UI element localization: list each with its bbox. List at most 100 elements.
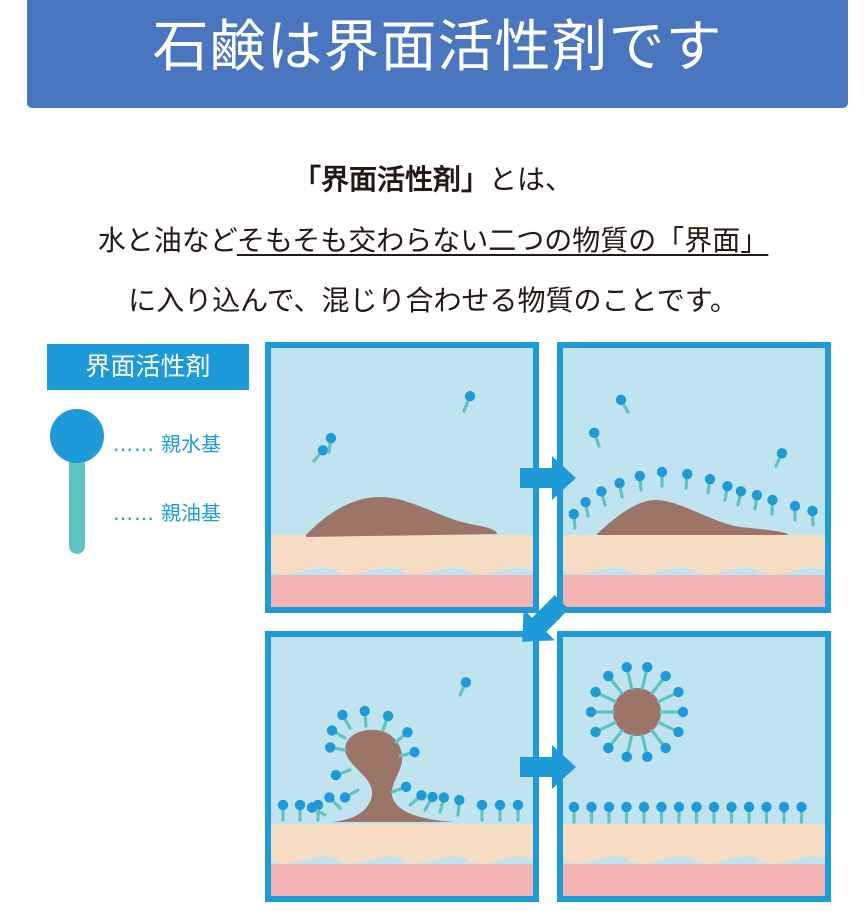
- step-arrow: [522, 595, 569, 642]
- surfactant-molecule: [767, 494, 778, 516]
- hydrophilic-head: [589, 427, 600, 439]
- surfactant-molecule: [751, 489, 763, 511]
- surfactant-molecule: [659, 706, 689, 718]
- surfactant-molecule: [650, 729, 671, 754]
- surfactant-molecule: [568, 801, 580, 824]
- hydrophilic-head: [427, 791, 438, 803]
- surfactant-molecule: [656, 801, 667, 824]
- hydrophilic-head: [807, 505, 818, 517]
- hydrophilic-head: [614, 478, 625, 489]
- surfactant-molecule: [458, 677, 472, 697]
- hydrophilic-head: [400, 781, 412, 793]
- surfactant-molecule: [673, 801, 685, 824]
- step-panel: [557, 342, 831, 613]
- surfactant-molecule: [408, 790, 427, 807]
- hydrophilic-head: [673, 686, 684, 698]
- surfactant-molecule: [294, 799, 306, 822]
- surfactant-molecule: [390, 781, 412, 794]
- hydrophilic-head: [621, 751, 632, 763]
- surfactant-molecule: [621, 733, 634, 763]
- surfactant-molecule: [704, 473, 716, 495]
- dirt: [596, 500, 788, 535]
- surfactant-molecule: [761, 801, 772, 824]
- legend-hydrophilic-label: ……親水基: [113, 428, 221, 457]
- surfactant-molecule: [796, 801, 807, 824]
- step-arrow: [520, 745, 576, 789]
- leader-dots: ……: [113, 432, 155, 456]
- hydrophilic-head: [634, 470, 645, 482]
- hydrophilic-head: [603, 670, 614, 682]
- hydrophilic-head: [512, 799, 524, 811]
- hydrophilic-head: [751, 489, 763, 501]
- surfactant-molecule: [438, 792, 450, 814]
- hydrophilic-text: 親水基: [161, 432, 221, 456]
- surfactant-molecule: [640, 661, 653, 691]
- hydrophilic-head: [708, 801, 720, 813]
- hydrophilic-head: [743, 801, 755, 813]
- hydrophilic-head: [330, 769, 342, 781]
- surfactant-molecule: [589, 427, 601, 448]
- hydrophilic-head: [691, 801, 702, 813]
- term-highlight: 「界面活性剤」: [292, 163, 489, 196]
- surfactant-molecule: [324, 792, 342, 810]
- surfactant-molecule: [634, 470, 645, 492]
- page-title: 石鹸は界面活性剤です: [152, 15, 723, 80]
- legend-title: 界面活性剤: [47, 344, 249, 390]
- hydrophilic-head: [359, 705, 370, 717]
- hydrophilic-head: [656, 466, 668, 478]
- legend-head: [50, 409, 104, 463]
- surfactant-molecule: [743, 801, 755, 824]
- surfactant-molecule: [657, 686, 684, 704]
- intro-line-1-rest: とは、: [489, 163, 574, 196]
- surfactant-molecule: [339, 788, 360, 803]
- skin-surface: [271, 824, 533, 838]
- skin-deep: [271, 864, 533, 896]
- hydrophilic-head: [789, 500, 801, 512]
- hydrophilic-head: [761, 801, 772, 813]
- hydrophilic-head: [294, 799, 306, 811]
- arrow-shape: [522, 595, 569, 642]
- leader-dots: ……: [113, 501, 155, 525]
- surfactant-molecule: [650, 670, 671, 695]
- hydrophilic-head: [438, 792, 450, 803]
- surfactant-molecule: [494, 799, 506, 822]
- hydrophilic-head: [409, 746, 420, 758]
- surfactant-molecule: [337, 709, 352, 730]
- hydrophilic-head: [603, 801, 615, 813]
- surfactant-molecule: [454, 794, 465, 817]
- surfactant-molecule: [312, 445, 329, 463]
- hydrophilic-head: [673, 801, 685, 813]
- hydrophilic-head: [704, 473, 716, 485]
- surfactant-molecule: [789, 500, 801, 522]
- surfactant-molecule: [398, 746, 420, 758]
- surfactant-molecule: [590, 686, 617, 704]
- surfactant-molecule: [603, 729, 624, 754]
- hydrophilic-head: [382, 710, 394, 722]
- surfactant-molecule: [807, 505, 818, 527]
- hydrophilic-head: [337, 709, 348, 721]
- skin-surface: [271, 535, 533, 549]
- hydrophilic-head: [722, 481, 733, 492]
- hydrophilic-head: [621, 801, 632, 813]
- step-panel: [265, 342, 539, 613]
- surfactant-molecule: [462, 390, 476, 413]
- hydrophilic-head: [615, 394, 627, 406]
- skin-deep: [271, 575, 533, 607]
- surfactant-molecule: [722, 481, 733, 502]
- surfactant-molecule: [359, 705, 370, 728]
- skin-deep: [563, 575, 825, 607]
- skin-layer: [563, 549, 825, 575]
- hydrophilic-head: [621, 661, 632, 673]
- surfactant-molecule: [325, 742, 347, 753]
- surfactant-molecule: [640, 733, 653, 763]
- hydrophilic-head: [277, 799, 289, 811]
- hydrophilic-head: [454, 794, 465, 806]
- surfactant-molecule: [774, 448, 788, 468]
- surfactant-molecule: [568, 508, 579, 530]
- hydrophilic-head: [580, 497, 591, 508]
- surfactant-molecule: [585, 706, 615, 718]
- hydrophilic-head: [776, 448, 788, 459]
- hydrophilic-head: [796, 801, 807, 813]
- surfactant-molecule: [590, 720, 617, 738]
